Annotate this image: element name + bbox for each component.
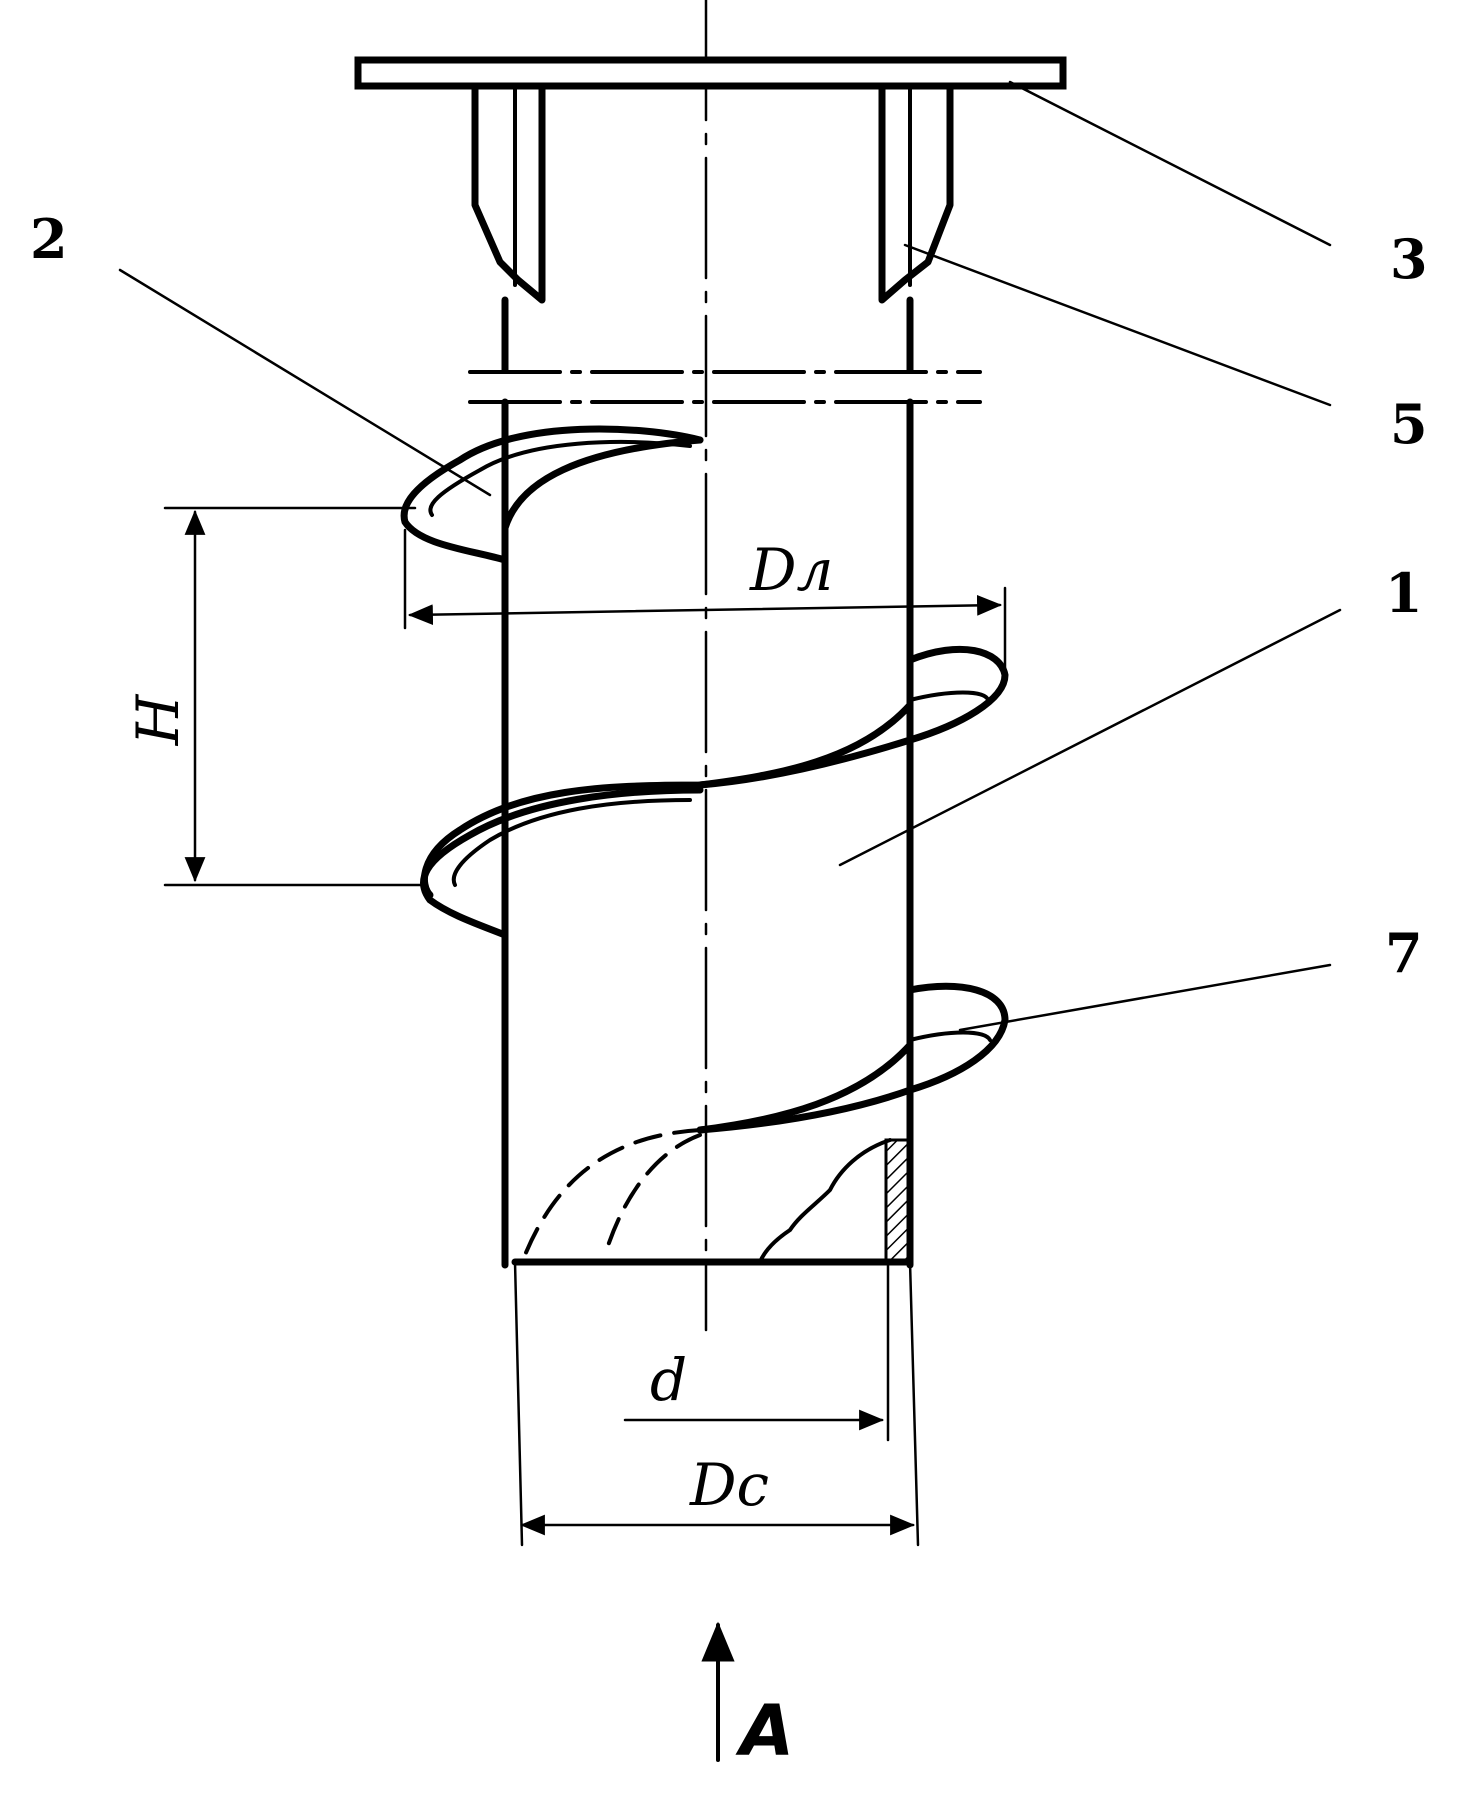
dim-dc-ext-left <box>515 1262 522 1545</box>
leader-3 <box>1010 82 1330 245</box>
helix-blade-middle-right-inner <box>910 693 988 701</box>
helix-blade-lower-inner <box>910 1033 990 1041</box>
part-number-1: 1 <box>1385 561 1423 625</box>
hidden-blade-edge-2 <box>605 1135 700 1255</box>
cutaway-edge <box>760 1140 890 1262</box>
part-number-3: 3 <box>1390 227 1428 291</box>
helix-blade-lower <box>700 986 1005 1130</box>
helix-upper-back <box>505 440 700 528</box>
right-gusset <box>882 88 950 300</box>
part-number-7: 7 <box>1385 921 1423 985</box>
left-gusset <box>475 88 542 300</box>
wall-section-hatch <box>886 1140 908 1262</box>
dim-dl-label: Dл <box>749 536 833 604</box>
view-a-label: A <box>735 1690 794 1772</box>
part-number-2: 2 <box>30 207 68 271</box>
dim-d-label: d <box>650 1346 687 1414</box>
dim-dc-label: Dc <box>689 1451 769 1519</box>
dim-h-label: H <box>124 693 192 746</box>
leader-5 <box>905 245 1330 405</box>
dim-dc-ext-right <box>910 1262 918 1545</box>
top-plate <box>358 60 1063 86</box>
part-number-5: 5 <box>1390 392 1428 456</box>
leader-7 <box>960 965 1330 1030</box>
helix-blade-middle-right <box>700 649 1005 785</box>
leader-2 <box>120 270 490 495</box>
